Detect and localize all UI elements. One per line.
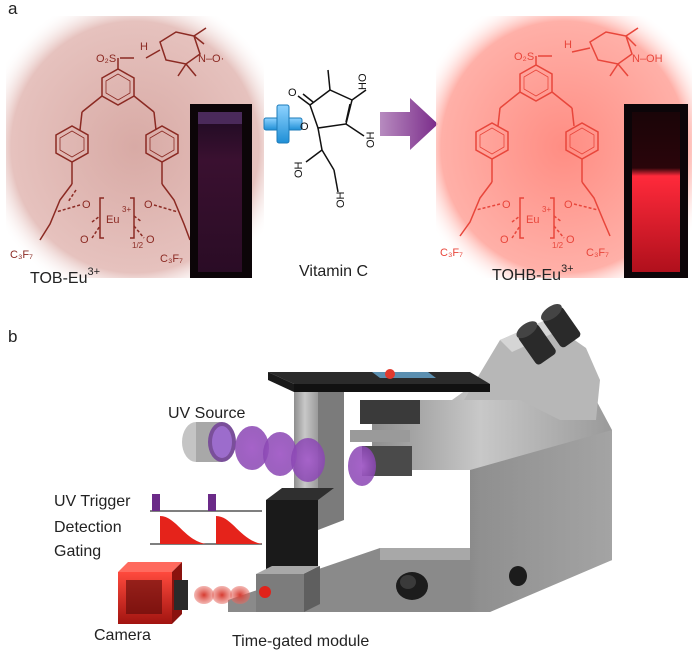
oxygen-left-bottom: O — [80, 234, 89, 246]
perfluoro-right-right: C₃F₇ — [586, 247, 609, 259]
tohb-eu-atom-labels: O₂S H N–OH Eu 3+ 1/2 O O O O C₃F₇ C₃F₇ — [440, 39, 663, 259]
vitamin-c-structure — [297, 69, 367, 193]
perfluoro-right: C₃F₇ — [160, 253, 183, 265]
vc-carbonyl-o: O — [288, 87, 297, 99]
sulfonyl-label: O₂S — [96, 53, 116, 65]
vc-oh-low-left: OH — [293, 161, 305, 178]
oxygen-left-top: O — [82, 199, 91, 211]
uv-source-label: UV Source — [168, 405, 245, 422]
plus-icon — [263, 104, 303, 144]
microscope — [228, 304, 612, 612]
eu-charge-label-right: 3+ — [542, 205, 551, 214]
tob-eu-cuvette — [190, 104, 252, 278]
subscript-label: 1/2 — [132, 241, 144, 250]
time-gated-module — [256, 566, 320, 612]
oxygen-right-bottom-right: O — [566, 234, 575, 246]
n-radical-label: N–O· — [198, 53, 224, 65]
vc-oh-right: OH — [365, 131, 377, 148]
sample-dot — [385, 369, 395, 379]
time-gated-module-label: Time-gated module — [232, 633, 369, 650]
reaction-arrow — [380, 98, 438, 150]
uv-trigger-label: UV Trigger — [54, 493, 131, 510]
uv-beam — [235, 426, 376, 486]
camera-label: Camera — [94, 627, 151, 644]
detection-gating-curves — [150, 516, 262, 545]
n-oh-label: N–OH — [632, 53, 663, 65]
perfluoro-left: C₃F₇ — [10, 249, 33, 261]
emission-beam — [194, 586, 250, 604]
uv-trigger-pulses — [150, 494, 262, 512]
uv-source — [182, 422, 236, 462]
tohb-eu-cuvette — [624, 104, 688, 278]
oxygen-right-top: O — [144, 199, 153, 211]
oxygen-right-top-right: O — [564, 199, 573, 211]
panel-b-label: b — [8, 327, 17, 346]
vc-oh-bottom: OH — [335, 191, 347, 208]
oxygen-right-bottom: O — [146, 234, 155, 246]
gate-curve-1 — [160, 516, 206, 544]
vc-ring-o: O — [300, 121, 309, 133]
uv-pulse-1 — [152, 494, 160, 511]
oxygen-left-bottom-right: O — [500, 234, 509, 246]
eu-label-right: Eu — [526, 214, 539, 226]
tohb-eu-name: TOHB-Eu3+ — [492, 263, 574, 284]
vitamin-c-atom-labels: O O HO OH OH OH — [288, 73, 377, 208]
eu-label: Eu — [106, 214, 119, 226]
gate-curve-2 — [216, 516, 262, 544]
subscript-label-right: 1/2 — [552, 241, 564, 250]
tob-eu-structure — [39, 27, 207, 241]
perfluoro-left-right: C₃F₇ — [440, 247, 463, 259]
detection-label: Detection — [54, 519, 122, 536]
nh-label: H — [140, 41, 148, 53]
tob-eu-name: TOB-Eu3+ — [30, 266, 100, 287]
tohb-eu-structure — [459, 27, 639, 239]
gating-label: Gating — [54, 543, 101, 560]
oxygen-left-top-right: O — [502, 199, 511, 211]
panel-a-label: a — [8, 0, 18, 18]
vc-oh-top: HO — [357, 73, 369, 90]
camera — [118, 562, 188, 624]
eu-charge-label: 3+ — [122, 205, 131, 214]
uv-pulse-2 — [208, 494, 216, 511]
sulfonyl-label-right: O₂S — [514, 51, 534, 63]
tob-eu-atom-labels: O₂S H N–O· Eu 3+ 1/2 O O O O C₃F₇ C₃F₇ — [10, 41, 224, 265]
vitamin-c-name: Vitamin C — [299, 263, 368, 280]
nh-label-right: H — [564, 39, 572, 51]
